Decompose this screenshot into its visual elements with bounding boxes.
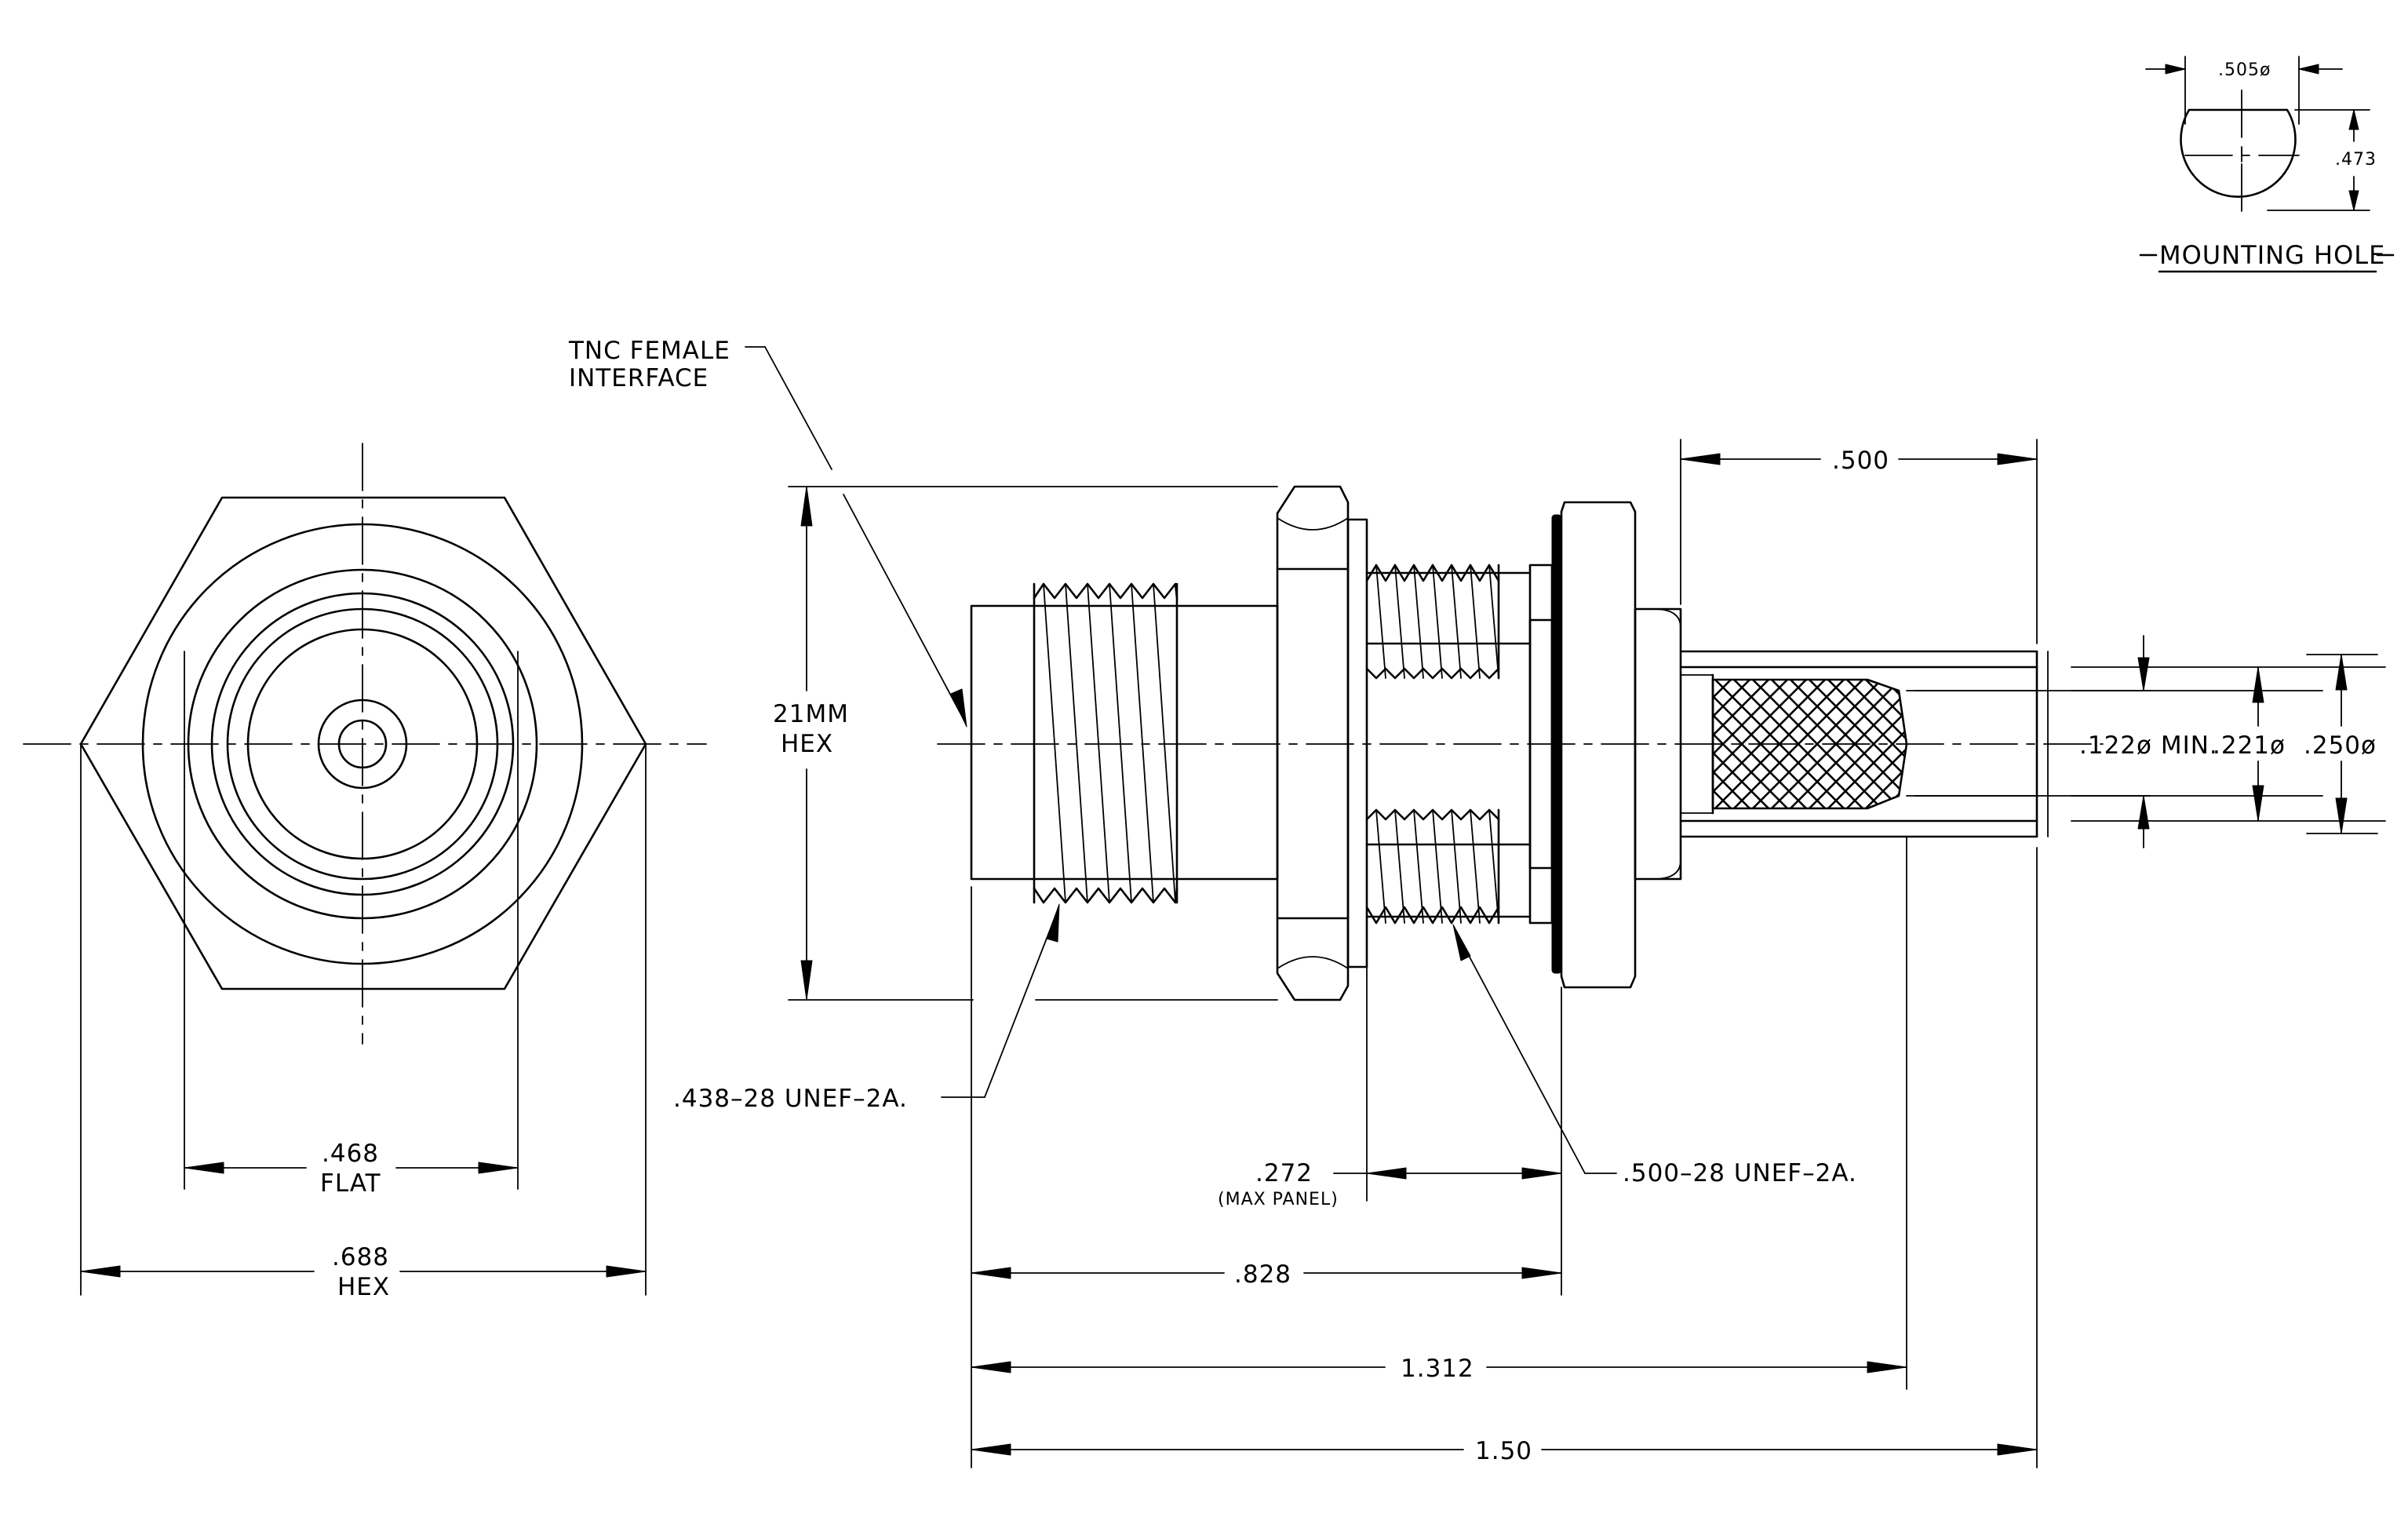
side-view: TNC FEMALE INTERFACE 21MM HEX .438–28 UN… (568, 337, 2386, 1468)
mounting-hole-title: MOUNTING HOLE (2159, 240, 2385, 270)
hex-21mm-line2: HEX (781, 730, 833, 758)
front-thread-top (1033, 582, 1178, 600)
dim-122-label: .122ø MIN. (2079, 731, 2218, 760)
dim-250-label: .250ø (2304, 731, 2377, 760)
front-thread-bottom (1033, 887, 1178, 904)
hex-outline (79, 496, 647, 990)
front-view: .468 FLAT .688 HEX (23, 443, 707, 1301)
hex-21mm-line1: 21MM (773, 700, 849, 728)
dim-500-label: .500 (1832, 447, 1889, 475)
dim-272-note: (MAX PANEL) (1218, 1190, 1339, 1209)
mounting-hole-flat-label: .473 (2335, 150, 2377, 170)
hex-dimension-value: .688 (332, 1243, 389, 1271)
rear-thread-bottom (1365, 906, 1500, 925)
front-body (970, 604, 1279, 881)
flat-dimension-value: .468 (322, 1140, 379, 1168)
gasket (1551, 514, 1562, 974)
thread-438-label: .438–28 UNEF–2A. (673, 1085, 908, 1113)
knurled-insert (1711, 678, 1908, 810)
hex-dimension-note: HEX (337, 1273, 390, 1301)
mounting-hole-diameter-label: .505ø (2218, 60, 2271, 80)
dim-221-label: .221ø (2213, 731, 2286, 760)
flat-dimension-note: FLAT (320, 1169, 381, 1198)
dim-828-label: .828 (1234, 1260, 1291, 1289)
thread-500-label: .500–28 UNEF–2A. (1623, 1159, 1857, 1187)
tnc-interface-line2: INTERFACE (569, 364, 709, 392)
lock-washer (1346, 518, 1368, 968)
dim-272-label: .272 (1255, 1159, 1313, 1187)
hex-nut (1276, 485, 1350, 1001)
flange (1560, 501, 1637, 989)
mounting-hole-shape (2180, 108, 2297, 199)
mounting-hole-view: .505ø .473 MOUNTING HOLE (2139, 56, 2395, 273)
tnc-interface-line1: TNC FEMALE (568, 337, 730, 365)
dim-1312-label: 1.312 (1401, 1355, 1474, 1383)
dim-150-label: 1.50 (1475, 1437, 1532, 1465)
